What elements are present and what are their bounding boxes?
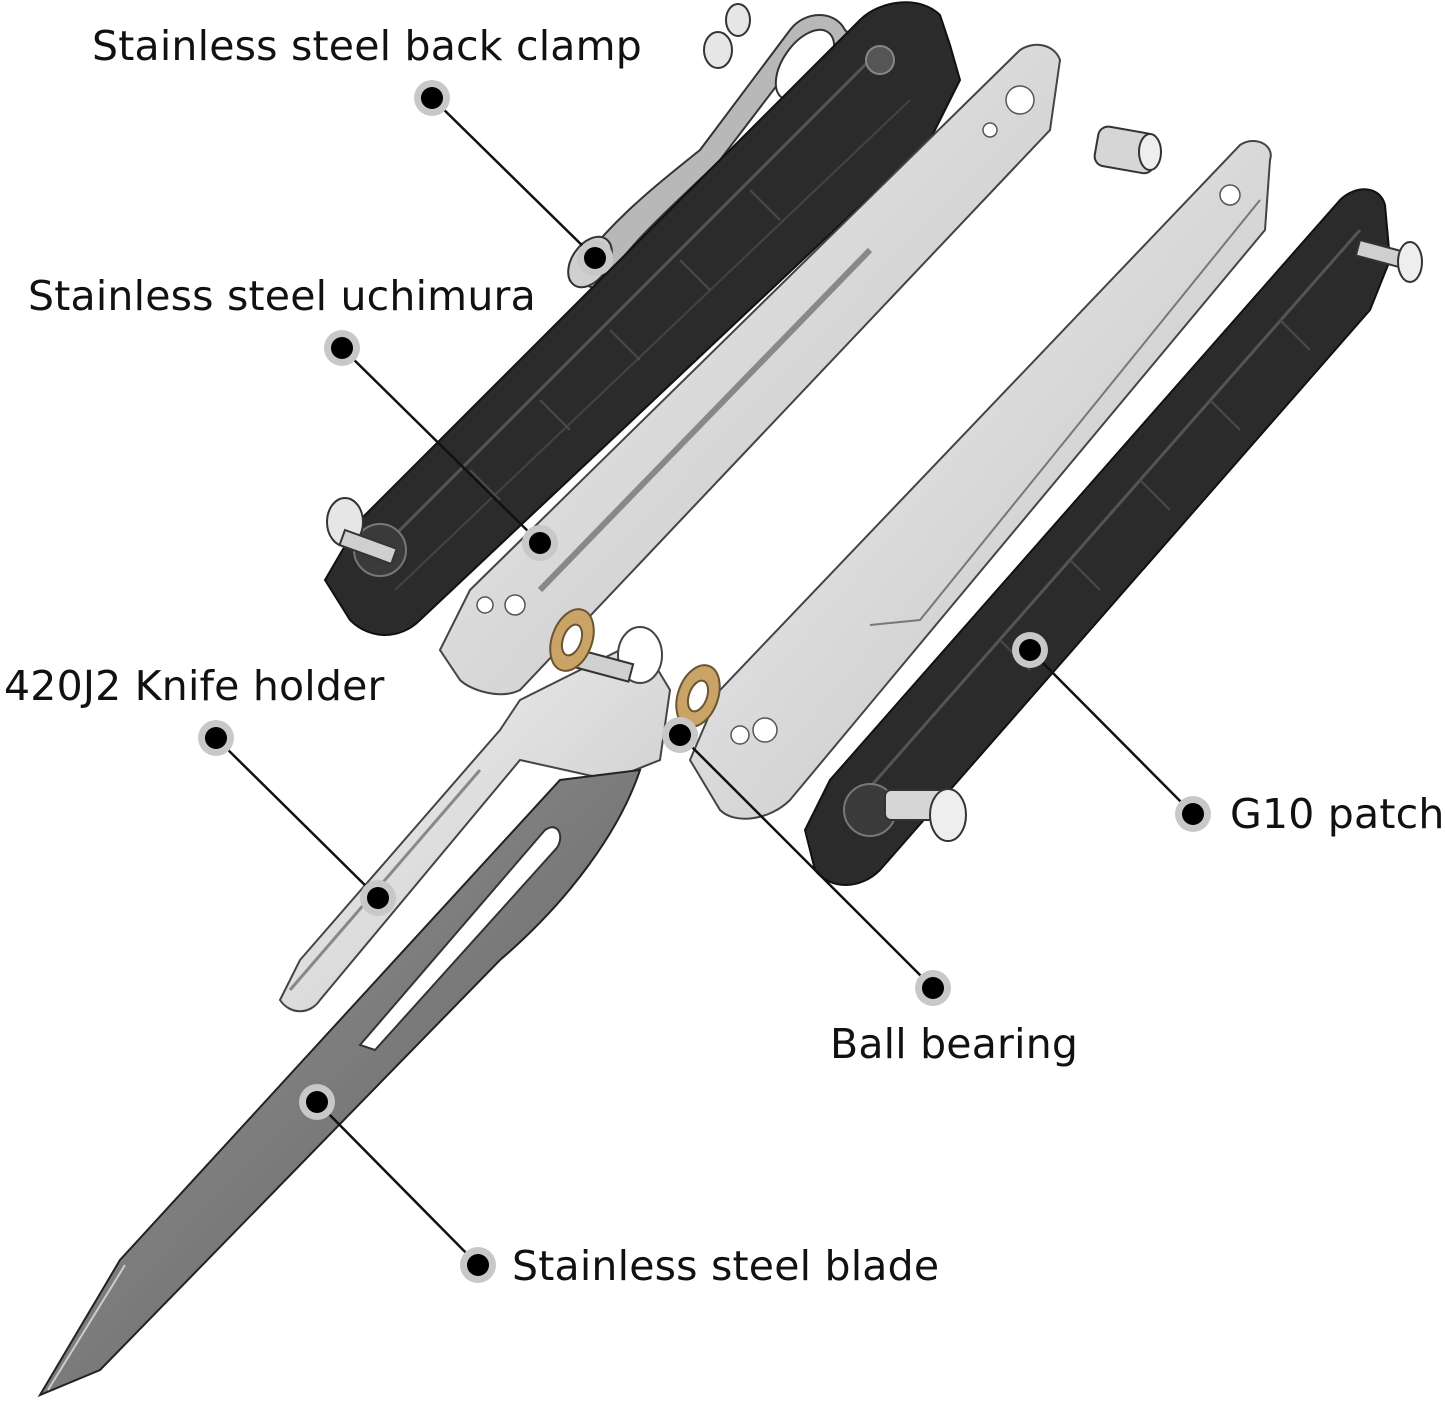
screw-part [884,238,1423,842]
uchimura-liner-part [438,43,1062,696]
callout-dot-icon [915,970,951,1006]
right-liner-part [688,140,1272,820]
knife-holder-part [278,626,672,1013]
callout-dot-icon [460,1247,496,1283]
label-g10-patch: G10 patch [1230,790,1445,838]
screw-part [326,497,398,566]
callout-dot-icon [324,330,360,366]
label-back-clamp: Stainless steel back clamp [92,22,642,70]
callout-dot-icon [414,80,450,116]
leader-lines [215,97,1194,1266]
leader-line-back-clamp [431,97,596,259]
label-uchimura: Stainless steel uchimura [28,272,536,320]
callout-dot-icon [1012,632,1048,668]
leader-line-ball-bearing [679,734,934,989]
leader-line-blade [316,1101,479,1266]
callout-dot-icon [522,525,558,561]
callout-dot-icon [198,720,234,756]
label-knife-holder: 420J2 Knife holder [4,662,385,710]
leader-line-g10-patch [1029,649,1194,815]
blade-part [37,768,642,1398]
screw-part [703,3,751,69]
callout-markers [198,80,1211,1283]
leader-line-knife-holder [215,737,379,899]
label-blade: Stainless steel blade [512,1242,940,1290]
callout-dot-icon [577,240,613,276]
ball-bearing-part [549,608,721,728]
callout-dot-icon [360,880,396,916]
callout-dot-icon [662,717,698,753]
callout-dot-icon [1175,796,1211,832]
label-ball-bearing: Ball bearing [830,1020,1079,1068]
callout-dot-icon [299,1084,335,1120]
leader-line-uchimura [341,347,541,544]
bushing-part [1093,125,1162,175]
